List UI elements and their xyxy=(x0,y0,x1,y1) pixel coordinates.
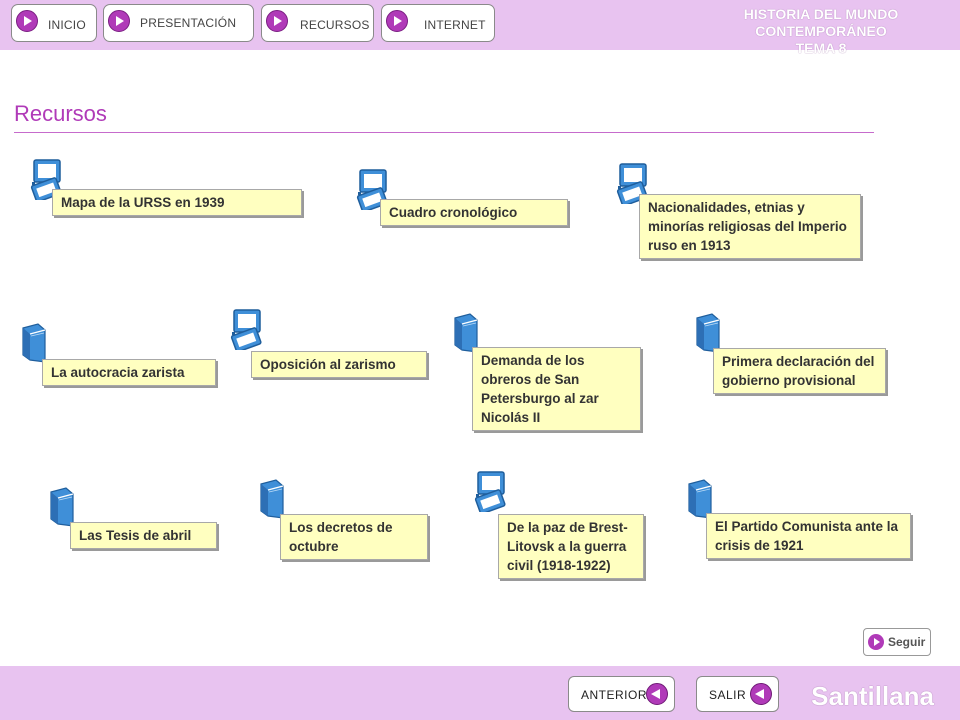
resource-label: Los decretos de octubre xyxy=(289,520,393,554)
resource-partido-comunista-crisis-1921[interactable]: El Partido Comunista ante la crisis de 1… xyxy=(706,513,911,559)
resource-tesis-de-abril[interactable]: Las Tesis de abril xyxy=(70,522,217,549)
image-icon[interactable] xyxy=(230,308,264,350)
resource-label: El Partido Comunista ante la crisis de 1… xyxy=(715,519,899,553)
nav-inicio-button[interactable]: INICIO xyxy=(11,4,97,42)
back-arrow-icon xyxy=(646,683,668,705)
title-divider xyxy=(14,132,874,133)
resource-cuadro-cronologico[interactable]: Cuadro cronológico xyxy=(380,199,568,226)
nav-inicio-label: INICIO xyxy=(48,18,86,32)
resource-label: Demanda de los obreros de San Petersburg… xyxy=(481,353,599,425)
nav-recursos-button[interactable]: RECURSOS xyxy=(261,4,374,42)
seguir-label: Seguir xyxy=(888,635,926,649)
nav-presentacion-button[interactable]: PRESENTACIÓN xyxy=(103,4,254,42)
resource-label: Oposición al zarismo xyxy=(260,357,396,372)
bottom-bar xyxy=(0,666,960,720)
resource-label: De la paz de Brest-Litovsk a la guerra c… xyxy=(507,520,628,573)
resource-oposicion-zarismo[interactable]: Oposición al zarismo xyxy=(251,351,427,378)
nav-internet-label: INTERNET xyxy=(424,18,486,32)
seguir-button[interactable]: Seguir xyxy=(863,628,931,656)
resource-decretos-de-octubre[interactable]: Los decretos de octubre xyxy=(280,514,428,560)
santillana-logo: Santillana xyxy=(811,681,934,711)
resource-primera-declaracion-gobierno-provisional[interactable]: Primera declaración del gobierno provisi… xyxy=(713,348,886,394)
nav-recursos-label: RECURSOS xyxy=(300,18,370,32)
resource-label: Nacionalidades, etnias y minorías religi… xyxy=(648,200,847,253)
resource-label: Las Tesis de abril xyxy=(79,528,192,543)
resource-label: Cuadro cronológico xyxy=(389,205,518,220)
page-title: Recursos xyxy=(14,101,107,126)
resource-autocracia-zarista[interactable]: La autocracia zarista xyxy=(42,359,216,386)
resource-label: Primera declaración del gobierno provisi… xyxy=(722,354,875,388)
play-arrow-icon xyxy=(16,10,38,32)
play-arrow-icon xyxy=(868,634,884,650)
back-arrow-icon xyxy=(750,683,772,705)
nav-internet-button[interactable]: INTERNET xyxy=(381,4,495,42)
play-arrow-icon xyxy=(386,10,408,32)
play-arrow-icon xyxy=(108,10,130,32)
header-title-line1: HISTORIA DEL MUNDO CONTEMPORÁNEO xyxy=(743,6,899,39)
header-title: HISTORIA DEL MUNDO CONTEMPORÁNEO TEMA 8 xyxy=(696,6,946,57)
anterior-button[interactable]: ANTERIOR xyxy=(568,676,675,712)
play-arrow-icon xyxy=(266,10,288,32)
resource-mapa-urss-1939[interactable]: Mapa de la URSS en 1939 xyxy=(52,189,302,216)
book-icon[interactable] xyxy=(18,322,48,364)
resource-demanda-obreros-san-petersburgo[interactable]: Demanda de los obreros de San Petersburg… xyxy=(472,347,641,431)
salir-button[interactable]: SALIR xyxy=(696,676,779,712)
header-title-line2: TEMA 8 xyxy=(795,40,847,56)
resource-label: Mapa de la URSS en 1939 xyxy=(61,195,225,210)
nav-presentacion-label: PRESENTACIÓN xyxy=(140,16,237,30)
image-icon[interactable] xyxy=(474,470,508,512)
salir-label: SALIR xyxy=(709,688,747,702)
resource-nacionalidades-imperio-ruso[interactable]: Nacionalidades, etnias y minorías religi… xyxy=(639,194,861,259)
anterior-label: ANTERIOR xyxy=(581,688,648,702)
resource-paz-brest-litovsk-guerra-civil[interactable]: De la paz de Brest-Litovsk a la guerra c… xyxy=(498,514,644,579)
resource-label: La autocracia zarista xyxy=(51,365,185,380)
